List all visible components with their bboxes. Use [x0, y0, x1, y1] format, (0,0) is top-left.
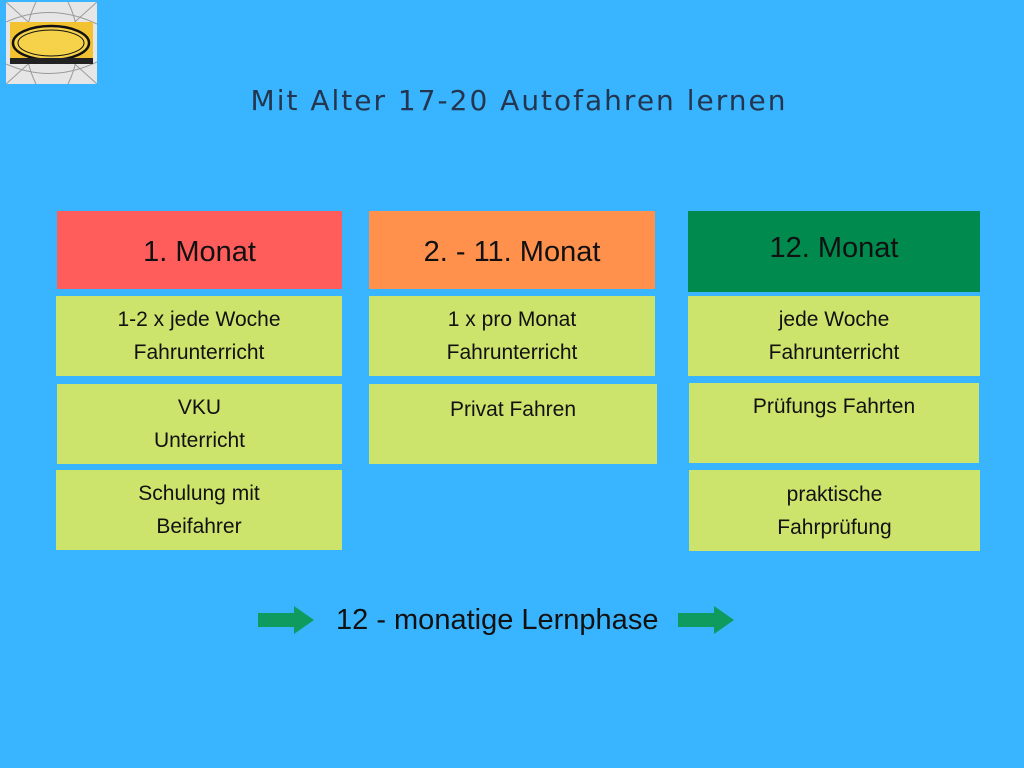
cell-private-driving: Privat Fahren	[369, 384, 657, 464]
column-header-label: 2. - 11. Monat	[423, 235, 601, 268]
cell-line: Schulung mit	[138, 482, 260, 505]
cell-monthly-lessons: 1 x pro Monat Fahrunterricht	[369, 296, 655, 376]
column-header-label: 12. Monat	[769, 232, 899, 264]
cell-line: Fahrprüfung	[777, 515, 892, 539]
cell-weekly-lessons: 1-2 x jede Woche Fahrunterricht	[56, 296, 342, 376]
arrow-right-icon	[678, 606, 735, 634]
cell-line: Fahrunterricht	[446, 341, 578, 364]
cell-line: Beifahrer	[156, 515, 242, 538]
logo-graphic	[6, 2, 97, 84]
cell-line: VKU	[177, 396, 222, 419]
cell-training-with-companion: Schulung mit Beifahrer	[56, 470, 342, 550]
cell-line: Unterricht	[153, 429, 246, 452]
cell-line: jede Woche	[778, 308, 890, 331]
school-logo	[6, 2, 97, 84]
cell-line: Fahrunterricht	[133, 341, 265, 364]
column-header-month-1: 1. Monat	[57, 211, 342, 289]
page-title: Mit Alter 17-20 Autofahren lernen	[250, 84, 788, 117]
column-header-label: 1. Monat	[143, 235, 256, 268]
cell-exam-drives: Prüfungs Fahrten	[689, 383, 979, 463]
cell-line: 1 x pro Monat	[447, 308, 577, 331]
learning-phase-footer: 12 - monatige Lernphase	[258, 598, 778, 642]
cell-vku: VKU Unterricht	[57, 384, 342, 464]
cell-practical-exam: praktische Fahrprüfung	[689, 470, 980, 551]
learning-phase-label: 12 - monatige Lernphase	[336, 603, 659, 636]
column-header-month-2-11: 2. - 11. Monat	[369, 211, 655, 289]
cell-line: Prüfungs Fahrten	[752, 395, 916, 418]
column-header-month-12: 12. Monat	[688, 211, 980, 292]
cell-line: Fahrunterricht	[768, 341, 900, 364]
cell-line: praktische	[786, 482, 883, 506]
cell-line: Privat Fahren	[449, 398, 577, 421]
cell-weekly-lessons-final: jede Woche Fahrunterricht	[688, 296, 980, 376]
arrow-right-icon	[258, 606, 314, 634]
cell-line: 1-2 x jede Woche	[117, 308, 281, 331]
